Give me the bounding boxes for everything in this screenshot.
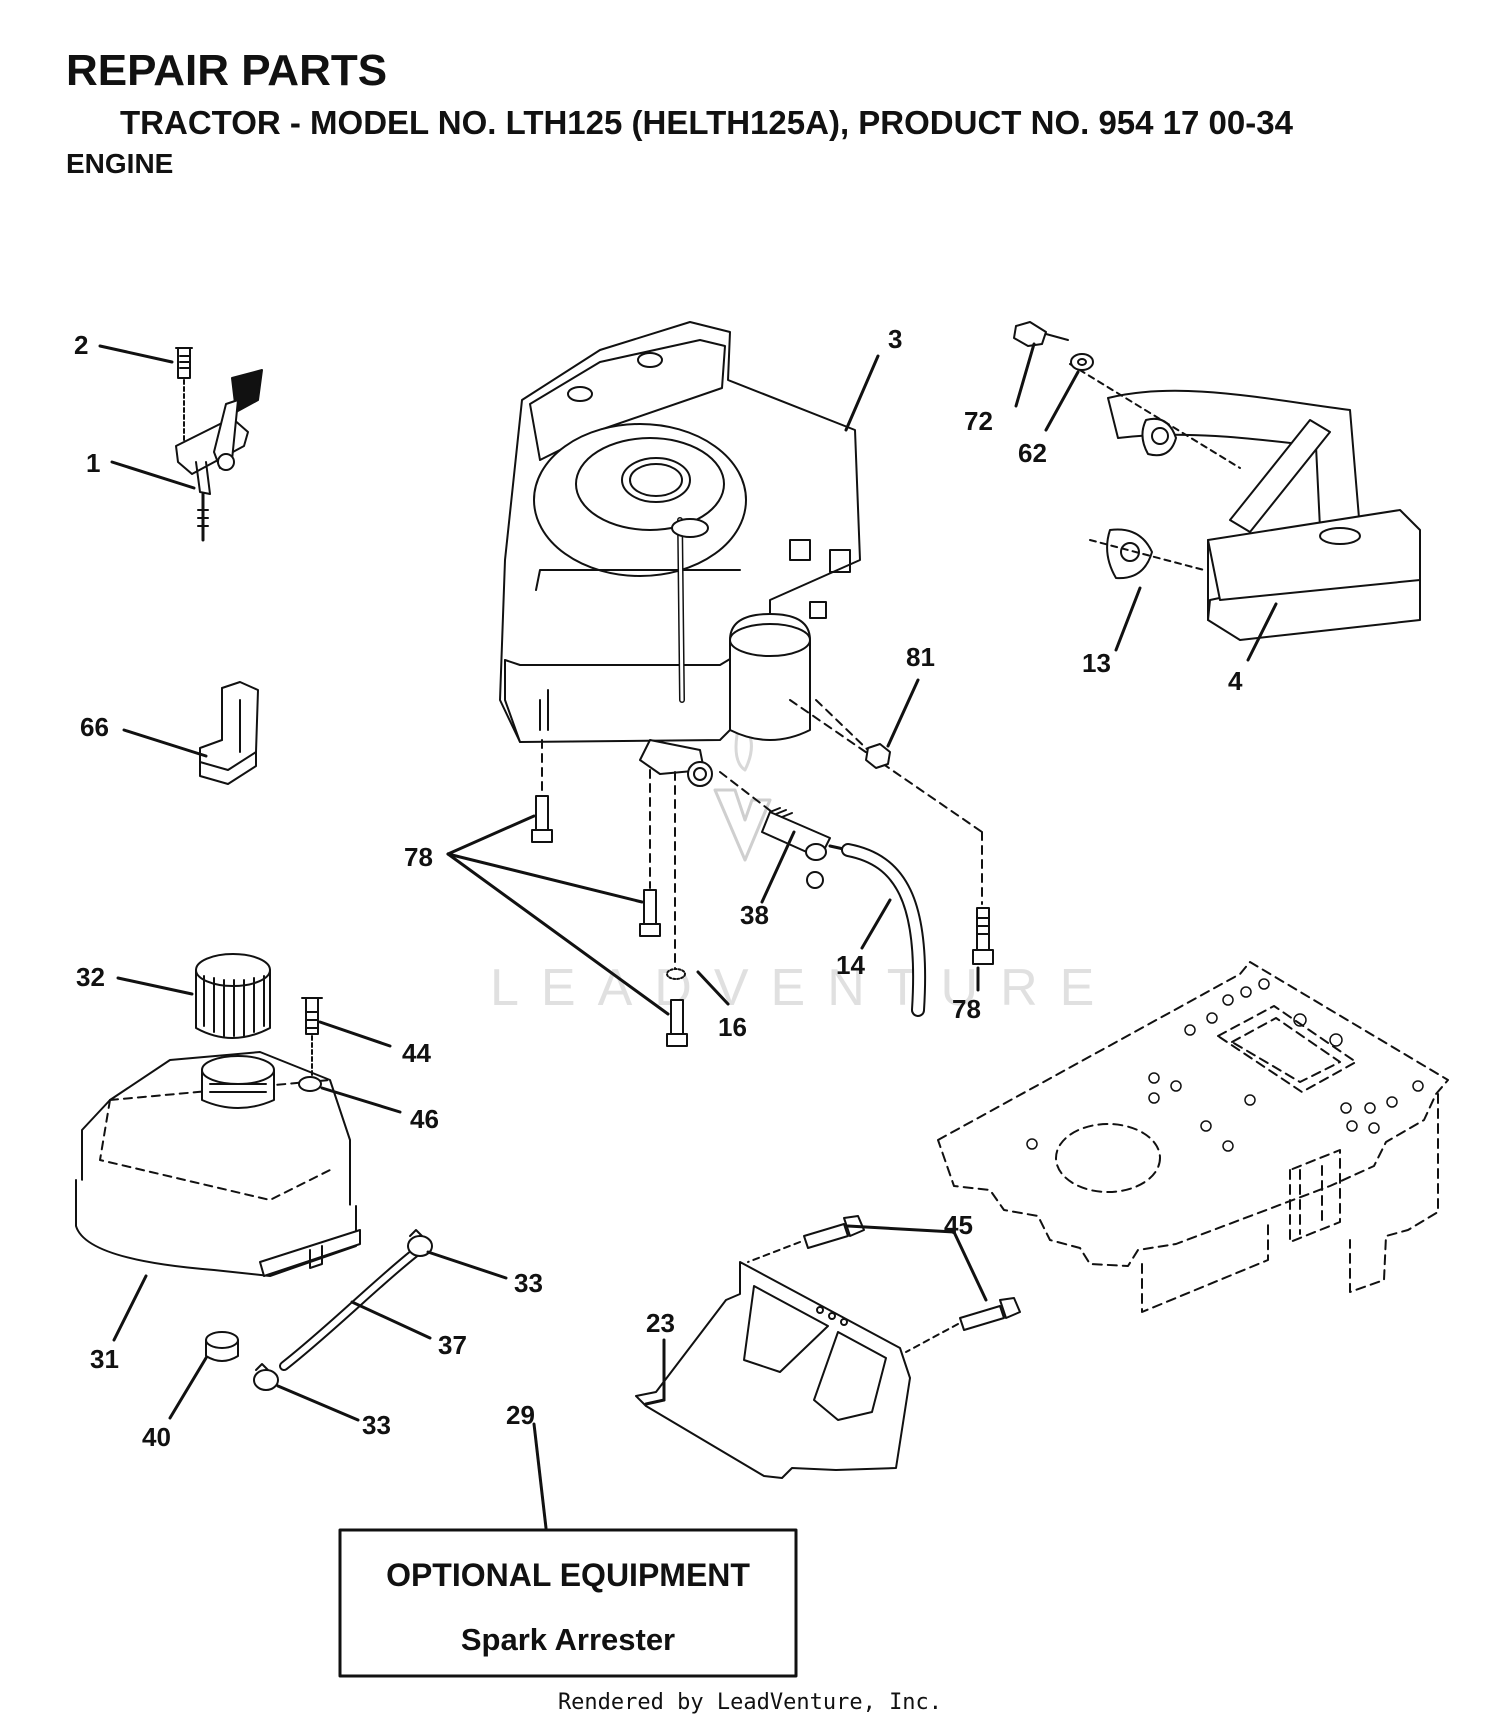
callout-4: 4 [1228, 666, 1243, 696]
part-62-washer [1070, 353, 1094, 371]
callout-40: 40 [142, 1422, 171, 1452]
part-44-screw [301, 997, 323, 1081]
optional-equipment-heading: OPTIONAL EQUIPMENT [386, 1557, 750, 1593]
callout-1: 1 [86, 448, 100, 478]
callout-45: 45 [944, 1210, 973, 1240]
callout-62: 62 [1018, 438, 1047, 468]
watermark-text: LEADVENTURE [490, 959, 1116, 1017]
callout-44: 44 [402, 1038, 431, 1068]
callout-2: 2 [74, 330, 88, 360]
callout-33-lower: 33 [362, 1410, 391, 1440]
bolt-guide-2 [905, 1323, 959, 1353]
muffler-guide-2 [1069, 363, 1241, 469]
callout-31: 31 [90, 1344, 119, 1374]
callout-labels: 2 1 3 72 62 13 4 81 66 78 38 14 16 78 32… [74, 324, 1243, 1452]
callout-33-upper: 33 [514, 1268, 543, 1298]
part-46-washer [298, 1076, 322, 1092]
tractor-frame [937, 961, 1449, 1313]
callout-23: 23 [646, 1308, 675, 1338]
callout-3: 3 [888, 324, 902, 354]
callout-38: 38 [740, 900, 769, 930]
watermark: LEADVENTURE [490, 718, 1116, 1017]
section-title: ENGINE [66, 148, 174, 179]
callout-81: 81 [906, 642, 935, 672]
part-3-engine [499, 321, 861, 787]
callout-13: 13 [1082, 648, 1111, 678]
part-23-heat-shield [635, 1261, 911, 1479]
engine-leader-lines [541, 699, 983, 981]
part-33-clamp-upper [407, 1229, 433, 1257]
callout-72: 72 [964, 406, 993, 436]
optional-equipment-box: OPTIONAL EQUIPMENT Spark Arrester [338, 1528, 798, 1678]
part-throttle-control [175, 347, 263, 542]
leader-lines [98, 342, 1278, 1530]
callout-66: 66 [80, 712, 109, 742]
part-40-grommet [205, 1331, 239, 1362]
page-title: REPAIR PARTS [66, 46, 388, 95]
part-32-fuel-cap [195, 953, 271, 1039]
optional-equipment-item: Spark Arrester [461, 1622, 675, 1657]
part-66-bracket [199, 681, 259, 785]
page-subtitle: TRACTOR - MODEL NO. LTH125 (HELTH125A), … [120, 104, 1293, 141]
part-72-bolt [1013, 321, 1069, 347]
callout-32: 32 [76, 962, 105, 992]
part-38-shutoff-valve [761, 807, 850, 889]
callout-46: 46 [410, 1104, 439, 1134]
frame-holes [1026, 978, 1424, 1152]
part-45-bolts [803, 1215, 1021, 1331]
callout-16: 16 [718, 1012, 747, 1042]
part-78-bolts [531, 795, 994, 1047]
part-31-fuel-tank [75, 1051, 361, 1277]
footer-credit: Rendered by LeadVenture, Inc. [557, 1690, 943, 1715]
bolt-guide-1 [747, 1241, 801, 1263]
callout-37: 37 [438, 1330, 467, 1360]
part-16-washer [666, 968, 686, 980]
muffler-guide-1 [1089, 539, 1205, 571]
part-4-muffler [1107, 389, 1421, 641]
callout-29: 29 [506, 1400, 535, 1430]
part-33-clamp-lower [253, 1363, 279, 1391]
part-13-gasket [1106, 528, 1153, 580]
callout-14: 14 [836, 950, 865, 980]
callout-78-right: 78 [952, 994, 981, 1024]
callout-78-left: 78 [404, 842, 433, 872]
part-81-nut [865, 743, 891, 769]
